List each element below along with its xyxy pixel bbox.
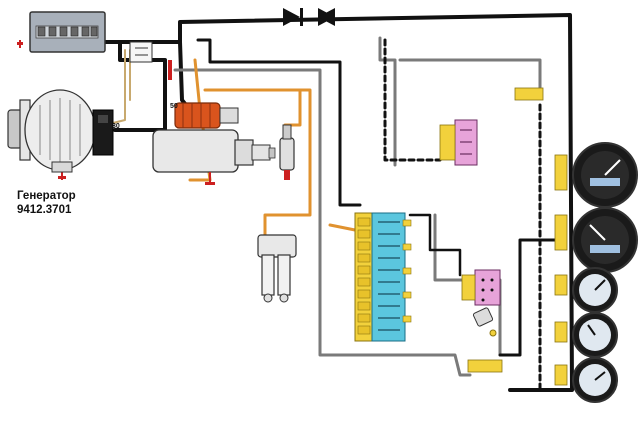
gauge-tachometer: [572, 207, 638, 273]
warning-lamp: [472, 307, 497, 337]
wire-black-alt: [113, 40, 167, 132]
instrument-gauges: [572, 142, 638, 403]
starter-motor: [152, 102, 276, 185]
wire-black-fuse: [408, 213, 462, 277]
wire-gray-lower: [173, 68, 472, 377]
temperature-sensor: [279, 124, 295, 180]
wire-dashed-panel: [383, 38, 442, 162]
gauge-speedometer: [572, 142, 638, 208]
alternator-caption-name: Генератор: [17, 190, 76, 202]
wire-black-starter: [178, 40, 192, 112]
fuse-block: [354, 212, 412, 342]
wire-black-gauge-top: [498, 238, 567, 357]
alternator-caption: Генератор 9412.3701: [17, 189, 76, 217]
ignition-switch: [257, 234, 297, 303]
yellow-connectors: [467, 87, 568, 386]
wire-main-black: [103, 13, 574, 392]
diode-pair: [283, 8, 335, 26]
diode-1-icon: [283, 8, 300, 26]
small-relay: [129, 41, 172, 80]
wire-gray-bus: [398, 58, 542, 92]
alternator-terminal-30: 30: [112, 123, 120, 130]
wire-orange-plug: [208, 88, 312, 237]
wire-black-relay: [196, 38, 362, 207]
panel-connector: [439, 119, 478, 166]
gauge-temperature: [572, 312, 618, 358]
starter-solenoid: [174, 102, 221, 129]
gauge-fuel: [572, 267, 618, 313]
battery: [17, 11, 106, 53]
alternator: [7, 89, 114, 180]
wire-orange-fuse: [328, 223, 357, 232]
gauge-oil: [572, 357, 618, 403]
alternator-caption-model: 9412.3701: [17, 204, 72, 216]
wire-gray-panel: [378, 36, 397, 167]
wires: [103, 13, 574, 392]
starter-terminal-50: 50: [170, 103, 178, 110]
relay-connector: [461, 269, 501, 306]
